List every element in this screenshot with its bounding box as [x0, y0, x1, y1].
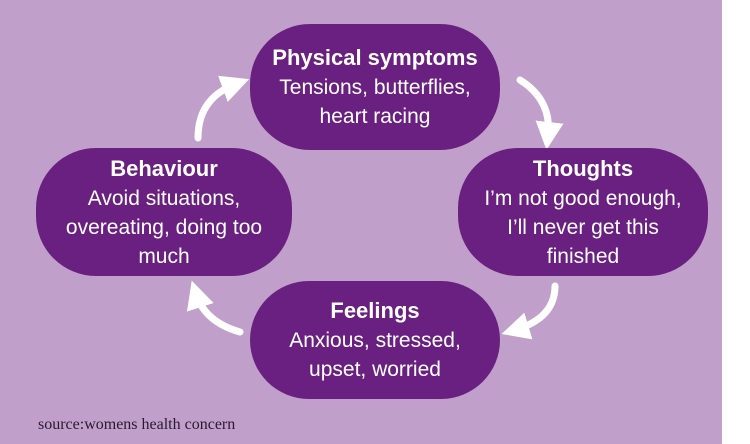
node-body: Tensions, butterflies, heart racing: [279, 76, 471, 128]
arrow-thoughts-to-feelings: [501, 282, 559, 340]
node-body: I’m not good enough, I’ll never get this…: [484, 186, 682, 268]
node-title: Behaviour: [110, 155, 218, 181]
arrow-feelings-to-behaviour: [186, 280, 244, 336]
page-margin: [722, 0, 750, 444]
source-credit: source:womens health concern: [38, 416, 236, 433]
arrow-behaviour-to-physical: [194, 75, 250, 142]
node-title: Physical symptoms: [272, 45, 478, 70]
node-feelings: Feelings Anxious, stressed, upset, worri…: [250, 281, 500, 399]
node-title: Thoughts: [532, 155, 634, 181]
node-title: Feelings: [330, 298, 420, 323]
node-behaviour: Behaviour Avoid situations, overeating, …: [36, 148, 292, 276]
arrow-physical-to-thoughts: [516, 76, 564, 150]
node-thoughts: Thoughts I’m not good enough, I’ll never…: [458, 148, 708, 276]
node-body: Anxious, stressed, upset, worried: [289, 329, 461, 381]
node-body: Avoid situations, overeating, doing too …: [65, 186, 263, 268]
node-physical-symptoms: Physical symptoms Tensions, butterflies,…: [250, 24, 500, 150]
